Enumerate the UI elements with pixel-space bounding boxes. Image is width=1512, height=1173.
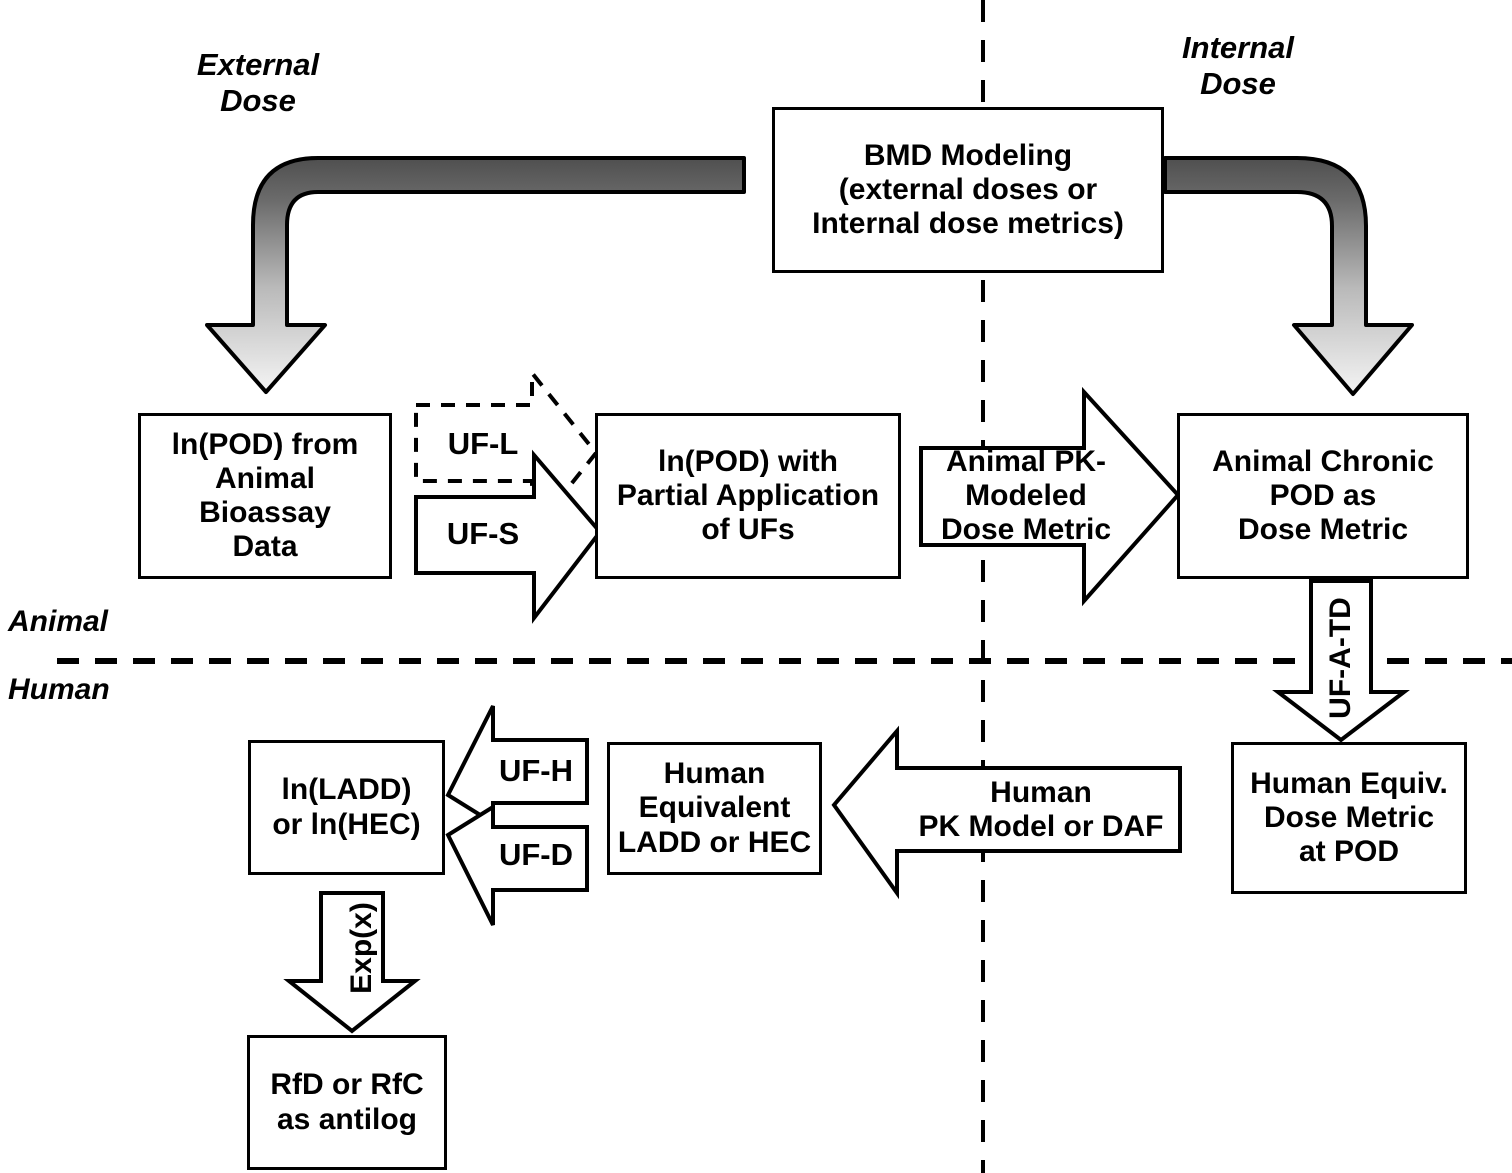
animal-pk-modeled-label: Animal PK- Modeled Dose Metric <box>940 444 1112 547</box>
external-dose-curved-arrow <box>205 156 746 394</box>
box-pod-animal-bioassay[interactable]: ln(POD) from Animal Bioassay Data <box>138 413 392 579</box>
animal-pk-modeled-arrow <box>919 386 1181 607</box>
external-dose-label: External Dose <box>196 47 320 118</box>
box-human-equivalent-ladd[interactable]: Human Equivalent LADD or HEC <box>607 742 822 875</box>
animal-label: Animal <box>8 605 109 638</box>
human-label: Human <box>8 673 110 706</box>
box-ln-ladd-or-hec[interactable]: ln(LADD) or ln(HEC) <box>248 740 445 875</box>
box-human-equiv-dose-metric[interactable]: Human Equiv. Dose Metric at POD <box>1231 742 1467 894</box>
internal-dose-label: Internal Dose <box>1182 30 1294 101</box>
uf-h-label: UF-H <box>498 753 574 789</box>
uf-a-td-label: UF-A-TD <box>1323 597 1357 719</box>
exp-x-arrow <box>283 891 421 1034</box>
internal-dose-curved-arrow <box>1163 156 1414 396</box>
uf-d-label: UF-D <box>498 837 574 873</box>
human-pk-model-daf-label: Human PK Model or DAF <box>918 775 1164 843</box>
uf-s-label: UF-S <box>446 516 520 552</box>
uf-d-arrow <box>445 803 589 926</box>
box-pod-partial-ufs[interactable]: ln(POD) with Partial Application of UFs <box>595 413 901 579</box>
uf-s-arrow <box>414 449 603 624</box>
human-pk-model-daf-arrow <box>831 725 1182 900</box>
uf-h-arrow <box>445 705 589 827</box>
box-bmd-modeling[interactable]: BMD Modeling (external doses or Internal… <box>772 107 1164 273</box>
box-animal-chronic-pod[interactable]: Animal Chronic POD as Dose Metric <box>1177 413 1469 579</box>
uf-l-label: UF-L <box>447 426 519 462</box>
uf-a-td-arrow <box>1272 579 1410 743</box>
exp-x-label: Exp(x) <box>344 902 378 994</box>
box-rfd-or-rfc[interactable]: RfD or RfC as antilog <box>247 1035 447 1170</box>
